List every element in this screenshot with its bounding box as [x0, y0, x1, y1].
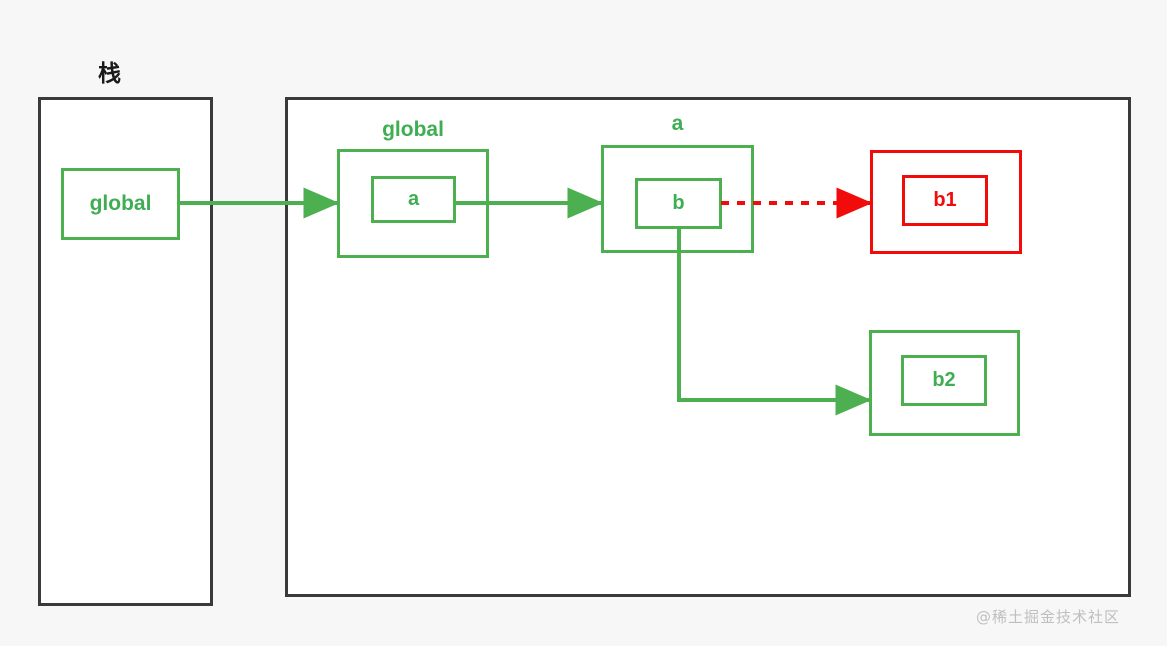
stack-title: 栈: [98, 60, 122, 86]
heap-object-b2-outer: [869, 330, 1020, 436]
heap-object-b2-label: b2: [932, 369, 956, 391]
heap-object-b2-inner: b2: [901, 355, 987, 406]
heap-object-global-slot-a: a: [371, 176, 456, 223]
heap-object-b1-label: b1: [933, 189, 957, 211]
stack-variable-global-label: global: [89, 192, 152, 215]
heap-object-b1-inner: b1: [902, 175, 988, 226]
heap-object-a-slot-b: b: [635, 178, 722, 229]
watermark: @稀土掘金技术社区: [976, 608, 1121, 626]
heap-object-a-slot-b-label: b: [672, 192, 685, 214]
stack-variable-global: global: [61, 168, 180, 240]
heap-object-global-slot-a-label: a: [407, 188, 420, 210]
heap-object-global-label: global: [382, 118, 444, 141]
arrow-b-ref-to-object-b2: [677, 228, 872, 416]
heap-object-a-label: a: [671, 112, 684, 135]
